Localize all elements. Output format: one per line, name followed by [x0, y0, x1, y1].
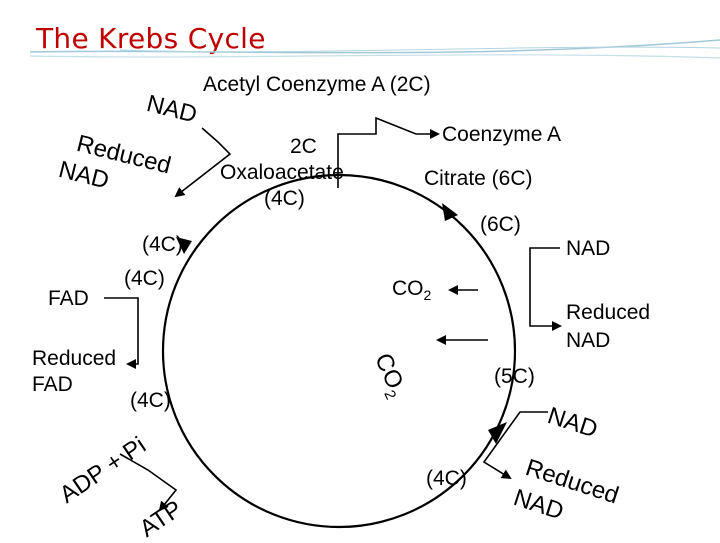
reduced-fad-line2: FAD [32, 373, 73, 396]
fad-label: FAD [48, 287, 89, 310]
six-c-label: (6C) [480, 213, 521, 236]
nad-bottom-right-arrow [482, 411, 548, 480]
co2-upper-label: CO2 [392, 277, 432, 304]
coenzyme-a-arrow [337, 116, 440, 188]
nad-right-arrow [529, 247, 562, 331]
reduced-fad-line1: Reduced [32, 347, 117, 370]
cycle-arrowhead-upper-right [442, 203, 458, 221]
two-c-label: 2C [290, 135, 317, 158]
title-underline [29, 39, 720, 59]
nad-right-label: NAD [566, 237, 611, 260]
page-title: The Krebs Cycle [36, 22, 266, 55]
citrate-label: Citrate (6C) [424, 167, 533, 190]
oxaloacetate-4c-label: (4C) [264, 187, 305, 210]
five-c-label: (5C) [494, 365, 535, 388]
oxaloacetate-label: Oxaloacetate [220, 161, 344, 184]
reduced-nad-right-line1: Reduced [566, 301, 651, 324]
reduced-nad-right-line2: NAD [566, 329, 611, 352]
adp-atp-arrow [119, 453, 178, 512]
acetyl-coa-label: Acetyl Coenzyme A (2C) [203, 73, 431, 96]
four-c-upper-label: (4C) [142, 233, 183, 256]
four-c-lower-label: (4C) [130, 389, 171, 412]
fad-arrow [104, 297, 139, 369]
four-c-mid-label: (4C) [124, 267, 165, 290]
nad-top-left-arrow [174, 127, 232, 198]
cycle-arrowhead-lower-right [488, 422, 507, 444]
cycle-circle [161, 173, 517, 529]
coenzyme-a-label: Coenzyme A [442, 123, 562, 146]
four-c-bottom-label: (4C) [426, 467, 467, 490]
cycle-arrowhead-upper-left [176, 237, 192, 254]
